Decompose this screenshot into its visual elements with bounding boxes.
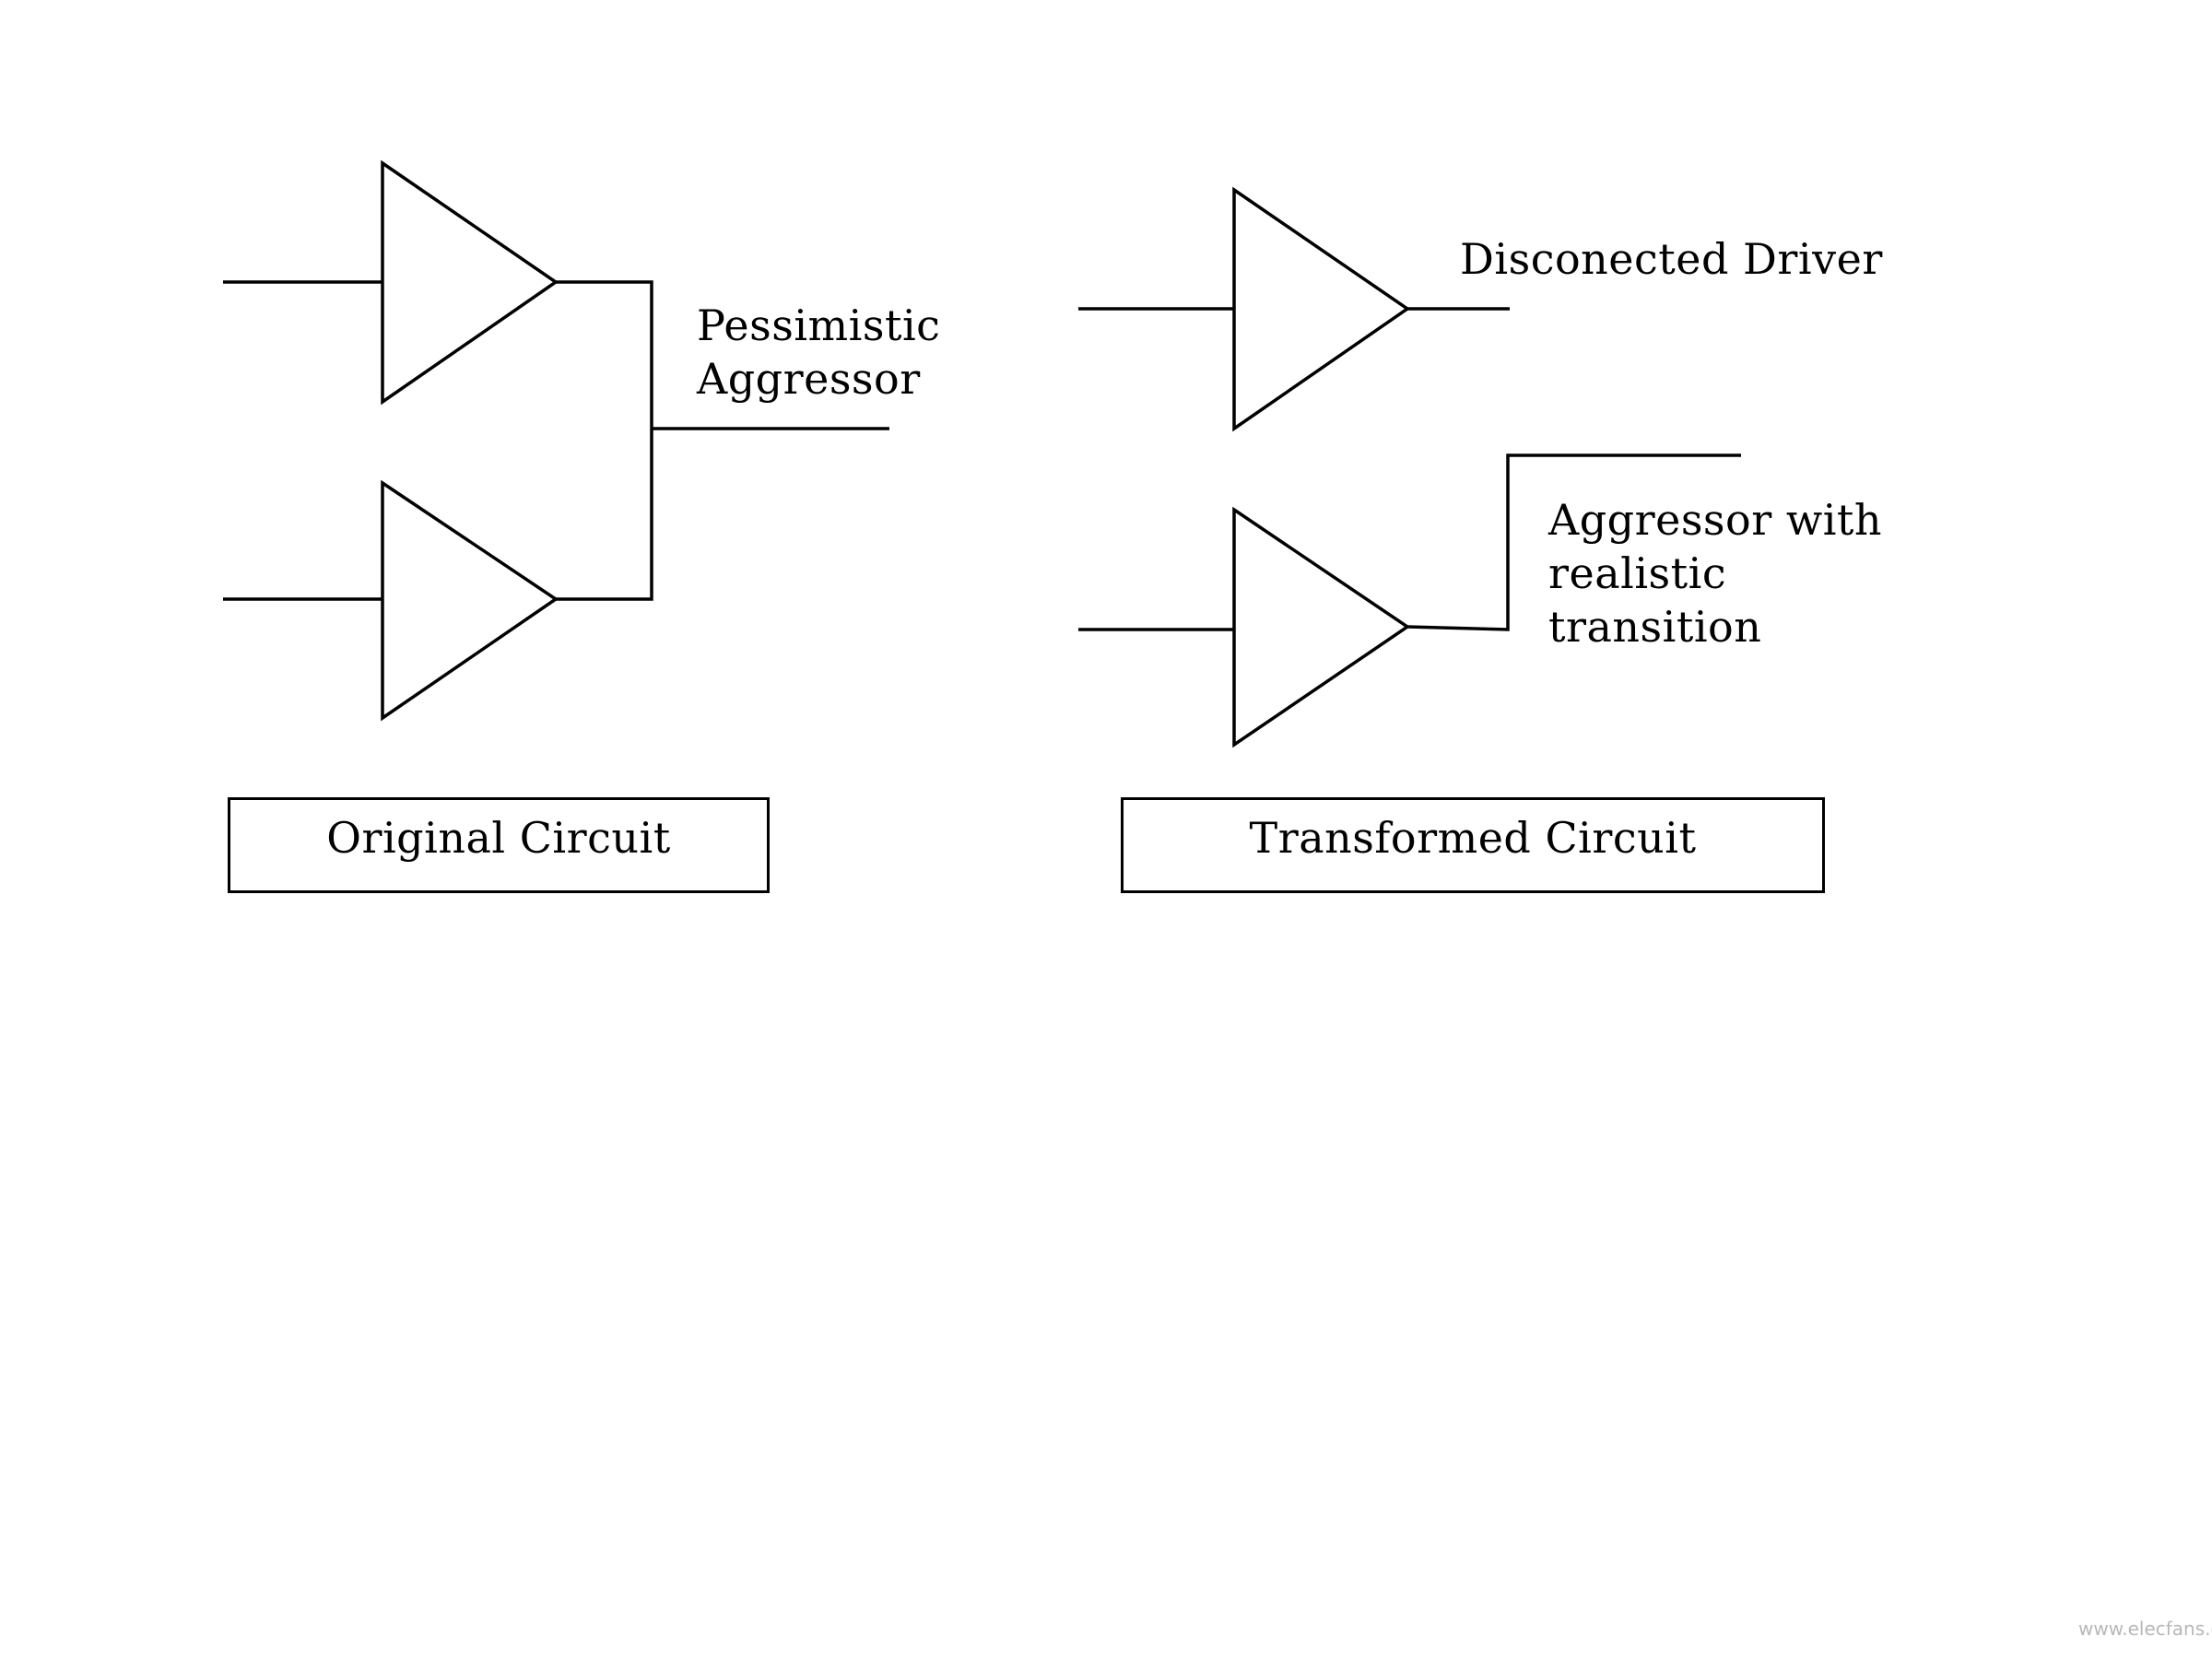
disconnected-driver-label: Disconected Driver — [1460, 232, 1883, 286]
original-bottom-buffer — [381, 479, 559, 722]
realistic-label-line2: realistic — [1548, 548, 1727, 598]
transformed-circuit-caption-box: Transformed Circuit — [1121, 797, 1825, 893]
original-circuit-caption-box: Original Circuit — [228, 797, 770, 893]
realistic-aggressor-label: Aggressor with realistic transition — [1548, 493, 1882, 653]
disconnected-driver-text: Disconected Driver — [1460, 234, 1883, 284]
watermark-logo: www.elecfans.com — [2078, 1618, 2212, 1640]
transformed-bottom-buffer — [1232, 506, 1411, 748]
pessimistic-aggressor-label: Pessimistic Aggressor — [697, 299, 940, 406]
original-merged-output-net — [556, 280, 653, 601]
pessimistic-label-line2: Aggressor — [697, 354, 921, 404]
realistic-aggressor-wire — [1406, 453, 1741, 631]
original-top-buffer — [381, 159, 559, 406]
pessimistic-label-line1: Pessimistic — [697, 300, 941, 350]
transformed-circuit-caption: Transformed Circuit — [1249, 813, 1697, 863]
original-circuit-caption: Original Circuit — [326, 813, 671, 863]
realistic-label-line3: transition — [1548, 602, 1762, 652]
realistic-label-line1: Aggressor with — [1548, 495, 1883, 545]
transformed-top-buffer — [1232, 186, 1411, 432]
